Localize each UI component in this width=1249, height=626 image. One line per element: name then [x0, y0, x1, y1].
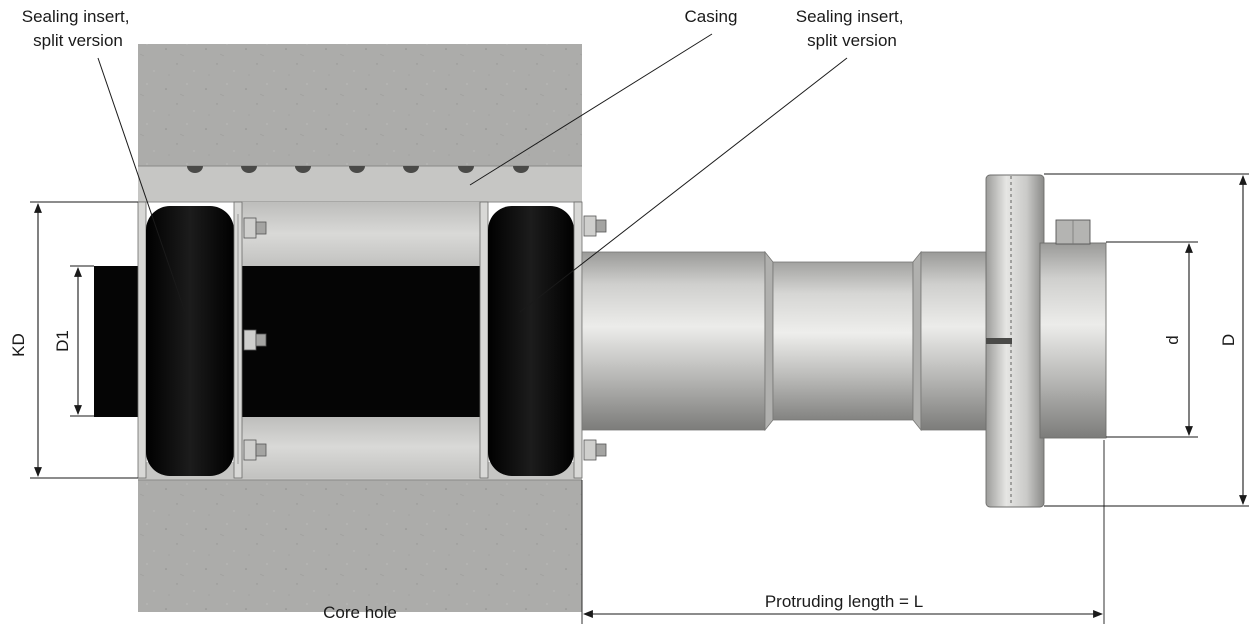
- label-sealing-insert-right: Sealing insert, split version: [796, 7, 908, 50]
- pipe-transition-2: [912, 250, 922, 432]
- dimension-protruding-length: Protruding length = L: [581, 440, 1105, 624]
- hex-bolt-icon: [243, 439, 267, 461]
- label-d-small: d: [1163, 335, 1182, 344]
- label-sealing-insert-left-line-2: split version: [33, 31, 123, 50]
- concrete-top: [138, 44, 582, 166]
- hex-bolt-icon: [583, 215, 607, 237]
- dimension-kd: KD: [9, 201, 138, 479]
- label-d1: D1: [53, 330, 72, 352]
- protruding-pipe: [581, 250, 988, 432]
- label-protruding-length: Protruding length = L: [765, 592, 923, 611]
- sealing-insert-left: [137, 201, 243, 479]
- bore-interior-top: [240, 202, 485, 266]
- dimension-d-large: D: [1044, 173, 1249, 507]
- concrete-bottom: [138, 480, 582, 612]
- casing-dimples: [187, 166, 529, 173]
- leader-sealing-left: [97, 57, 186, 313]
- label-sealing-insert-left: Sealing insert, split version: [22, 7, 134, 50]
- label-sealing-insert-left-line-1: Sealing insert,: [22, 7, 130, 26]
- label-d-large: D: [1219, 334, 1238, 346]
- dimension-d-small: d: [1106, 241, 1198, 438]
- flange-assembly: [985, 174, 1107, 508]
- pipe-section-3: [920, 251, 988, 431]
- dimension-d1: D1: [53, 265, 94, 417]
- hex-bolt-icon: [243, 217, 267, 239]
- leader-sealing-right: [519, 57, 848, 313]
- leader-casing: [469, 33, 713, 186]
- hex-bolt-icon: [243, 329, 267, 351]
- leader-lines: [97, 33, 848, 313]
- end-sleeve: [1039, 242, 1107, 439]
- concrete-wall: [138, 44, 582, 612]
- pipe-section-1: [581, 251, 766, 431]
- bore-interior-bottom: [240, 416, 485, 478]
- hex-bolt-icon: [1055, 219, 1091, 245]
- label-kd: KD: [9, 333, 28, 357]
- hex-bolt-icon: [583, 439, 607, 461]
- label-casing: Casing: [685, 7, 738, 26]
- pipe-transition-1: [764, 250, 774, 432]
- label-sealing-insert-right-line-1: Sealing insert,: [796, 7, 904, 26]
- pipe-section-2: [772, 261, 914, 421]
- label-core-hole: Core hole: [323, 603, 397, 622]
- sealing-insert-right: [479, 201, 583, 479]
- label-sealing-insert-right-line-2: split version: [807, 31, 897, 50]
